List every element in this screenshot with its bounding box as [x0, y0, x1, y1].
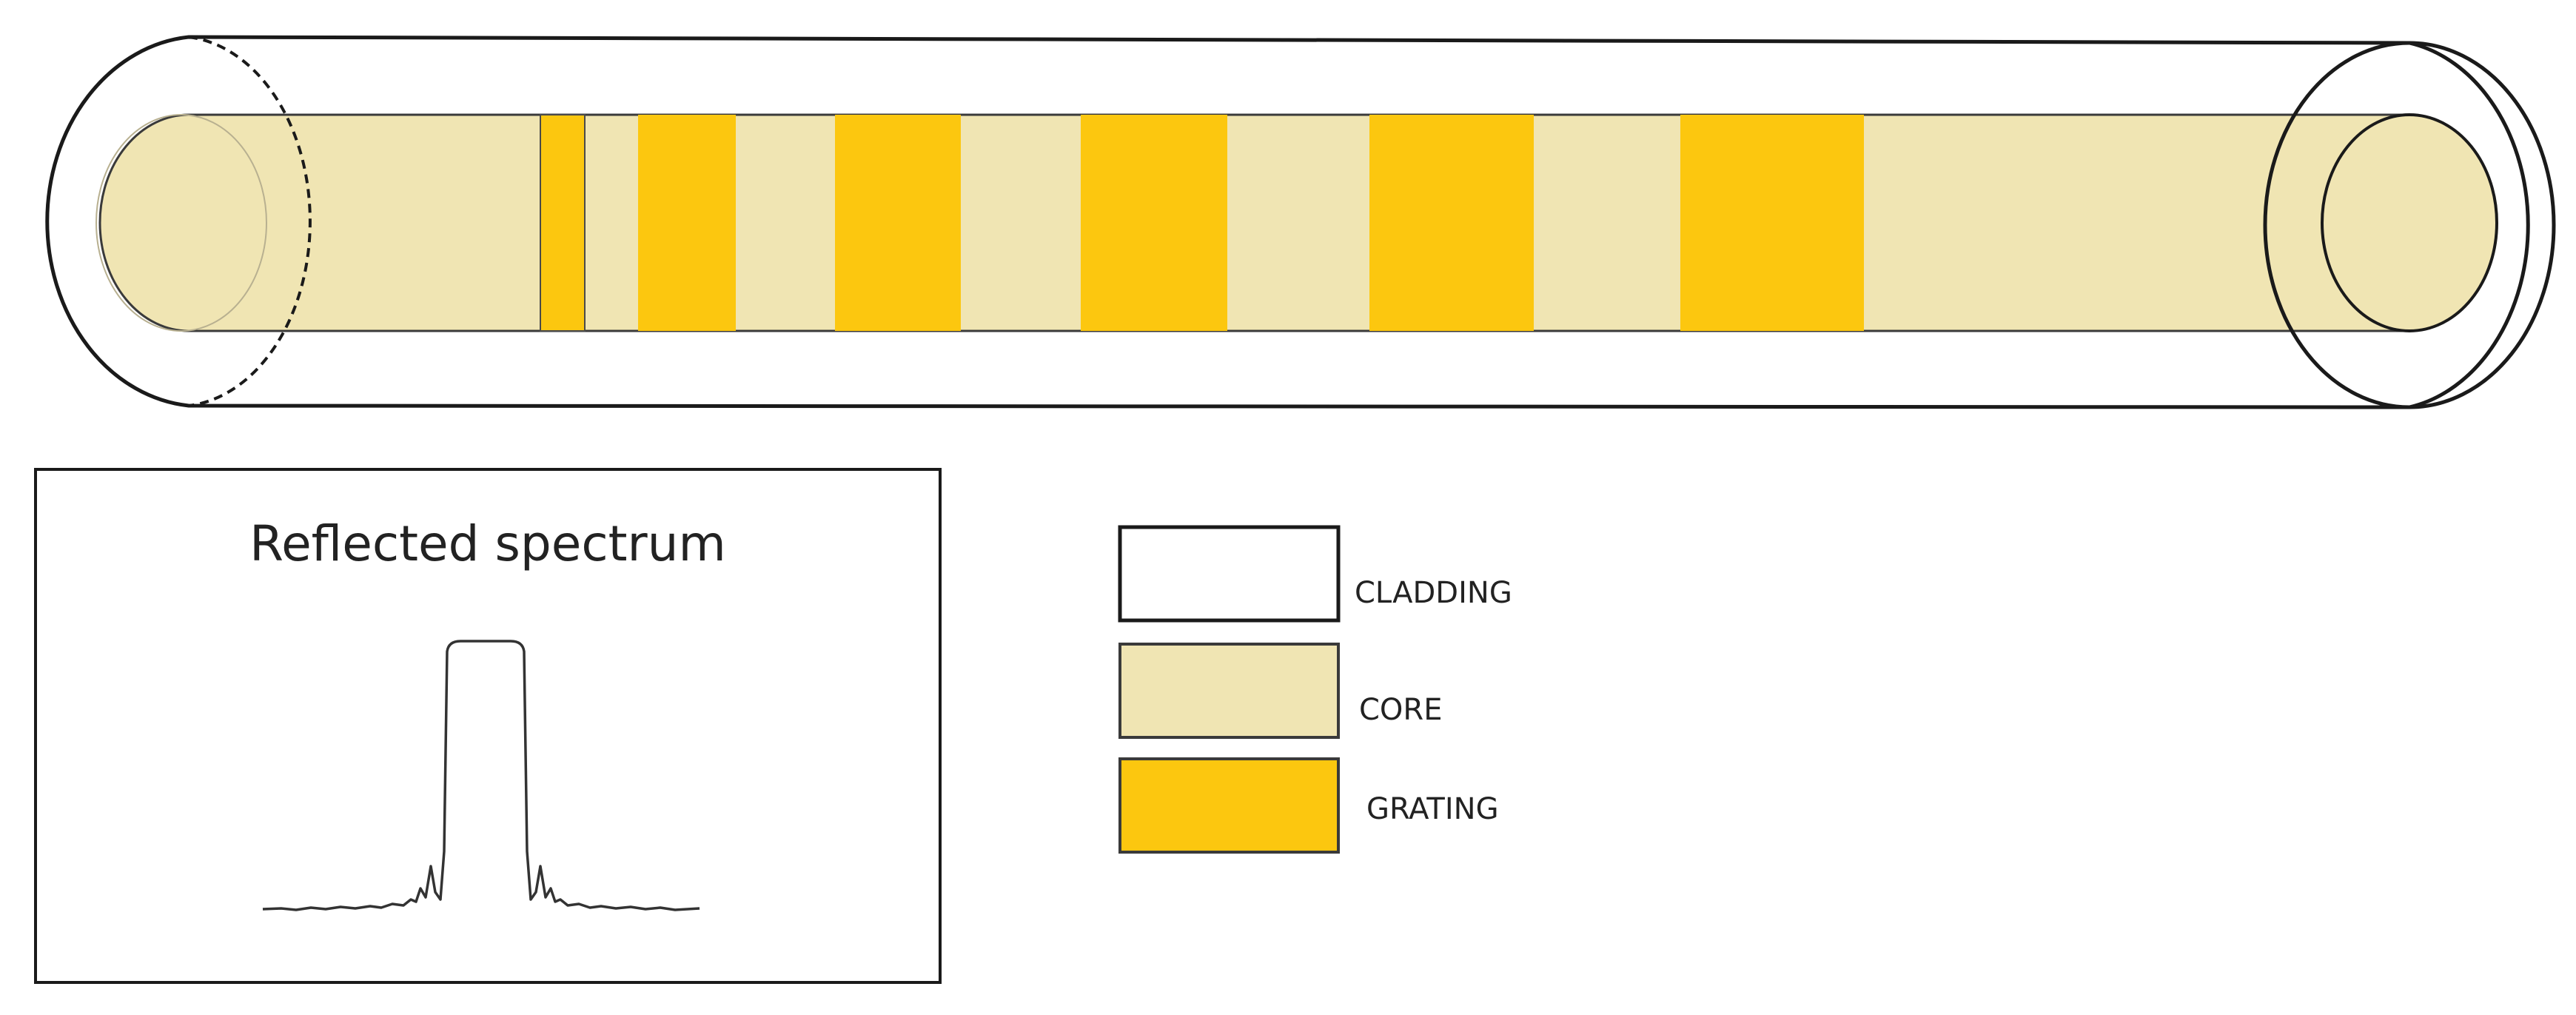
reflected-spectrum-panel: Reflected spectrum	[34, 468, 942, 984]
legend-label-grating: GRATING	[1366, 792, 1499, 826]
spectrum-curve	[262, 640, 700, 911]
legend-item-cladding: CLADDING	[1118, 525, 1512, 623]
grating-band	[835, 115, 961, 331]
legend-label-cladding: CLADDING	[1355, 576, 1512, 610]
grating-band	[1680, 115, 1864, 331]
cladding-end-right	[2263, 41, 2556, 409]
legend-swatch-core	[1118, 643, 1340, 739]
core-end-right	[2321, 113, 2498, 332]
legend-swatch-grating	[1118, 757, 1340, 854]
grating-band	[638, 115, 736, 331]
grating-band	[1081, 115, 1227, 331]
grating-bands	[540, 114, 1864, 332]
legend-swatch-cladding	[1118, 525, 1341, 623]
spectrum-title: Reflected spectrum	[249, 515, 726, 572]
cladding-end-left-hidden	[188, 36, 312, 407]
fiber-core	[98, 113, 2485, 332]
optical-fiber	[45, 35, 2556, 409]
grating-band	[540, 114, 586, 332]
grating-band	[1369, 115, 1534, 331]
legend-label-core: CORE	[1359, 693, 1442, 727]
legend-item-grating: GRATING	[1118, 757, 1499, 854]
legend-item-core: CORE	[1118, 643, 1442, 739]
core-end-left	[95, 114, 267, 332]
legend: CLADDING CORE GRATING	[1118, 525, 1512, 854]
spectrum-frame	[34, 468, 942, 984]
